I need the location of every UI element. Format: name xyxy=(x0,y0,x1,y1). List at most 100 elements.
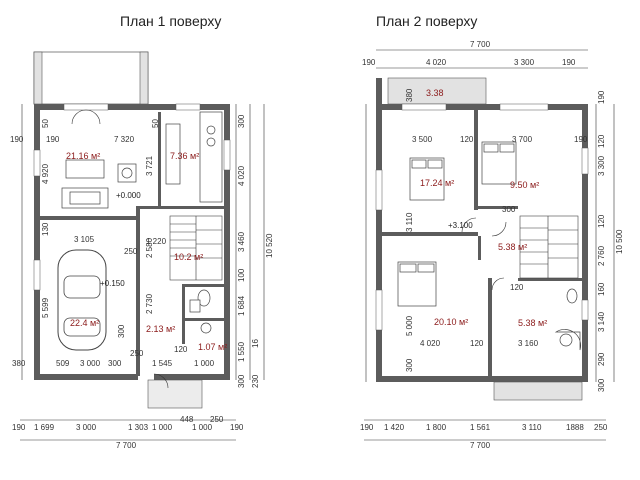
svg-text:1 699: 1 699 xyxy=(34,423,55,432)
svg-text:50: 50 xyxy=(41,119,50,128)
plan2-hall-area: 5.38 м² xyxy=(498,242,527,252)
svg-text:300: 300 xyxy=(237,114,246,128)
plan2-bed3-area: 20.10 м² xyxy=(434,317,468,327)
plan1-car xyxy=(57,249,107,351)
svg-text:380: 380 xyxy=(405,88,414,102)
svg-text:3 700: 3 700 xyxy=(512,135,533,144)
plan1-tv-unit xyxy=(65,159,105,179)
svg-text:250: 250 xyxy=(594,423,608,432)
svg-text:290: 290 xyxy=(597,352,606,366)
svg-text:2 730: 2 730 xyxy=(145,293,154,314)
svg-text:3 721: 3 721 xyxy=(145,155,154,176)
svg-text:190: 190 xyxy=(597,90,606,104)
svg-text:100: 100 xyxy=(237,268,246,282)
svg-text:2 760: 2 760 xyxy=(597,245,606,266)
plan1-kitchen-counter xyxy=(199,111,223,203)
svg-text:4 920: 4 920 xyxy=(41,163,50,184)
plan1-bottom-dimensions: 190 1 699 3 000 1 303 1 000 448 1 000 25… xyxy=(12,415,244,432)
svg-text:3 000: 3 000 xyxy=(76,423,97,432)
svg-text:3 110: 3 110 xyxy=(405,212,414,232)
svg-text:190: 190 xyxy=(46,135,60,144)
plan2-top-dimensions: 190 4 020 3 300 190 xyxy=(362,58,576,67)
svg-text:300: 300 xyxy=(117,324,126,338)
svg-text:7 320: 7 320 xyxy=(114,135,135,144)
svg-text:120: 120 xyxy=(597,134,606,148)
plan1-kitchen-area: 7.36 м² xyxy=(170,151,199,161)
plan2-total-width: 7 700 xyxy=(470,441,491,450)
svg-text:120: 120 xyxy=(510,283,524,292)
svg-text:1 800: 1 800 xyxy=(426,423,447,432)
svg-text:120: 120 xyxy=(460,135,474,144)
plan1-terrace xyxy=(33,51,149,105)
plan2-shower xyxy=(554,329,581,351)
plan1-toilet xyxy=(197,289,211,307)
plan2-top-total: 7 700 xyxy=(470,40,491,49)
svg-text:10 500: 10 500 xyxy=(615,229,624,254)
plan1-living-level: +0.000 xyxy=(116,191,141,200)
svg-text:190: 190 xyxy=(12,423,26,432)
plan1-living-area: 21.16 м² xyxy=(66,151,100,161)
svg-text:1 550: 1 550 xyxy=(237,341,246,362)
plan2-bed2-area: 9.50 м² xyxy=(510,180,539,190)
plan2-bed2 xyxy=(481,141,517,185)
plan2-bed1 xyxy=(409,157,445,201)
svg-text:5 000: 5 000 xyxy=(405,315,414,336)
svg-text:4 020: 4 020 xyxy=(237,165,246,186)
svg-text:300: 300 xyxy=(597,378,606,392)
svg-text:3 105: 3 105 xyxy=(74,235,95,244)
svg-text:300: 300 xyxy=(405,358,414,372)
plan1-kitchen-island xyxy=(165,123,181,185)
svg-text:4 020: 4 020 xyxy=(420,339,441,348)
svg-text:190: 190 xyxy=(360,423,374,432)
svg-text:3 300: 3 300 xyxy=(597,155,606,176)
svg-text:1 303: 1 303 xyxy=(128,423,149,432)
svg-text:190: 190 xyxy=(230,423,244,432)
svg-text:230: 230 xyxy=(251,374,260,388)
svg-text:1888: 1888 xyxy=(566,423,584,432)
svg-text:3 160: 3 160 xyxy=(518,339,539,348)
svg-text:190: 190 xyxy=(362,58,376,67)
svg-text:10 520: 10 520 xyxy=(265,233,274,258)
svg-text:1 561: 1 561 xyxy=(470,423,491,432)
svg-text:1 545: 1 545 xyxy=(152,359,173,368)
svg-text:190: 190 xyxy=(574,135,588,144)
plan1-title: План 1 поверху xyxy=(120,13,221,29)
svg-text:3 460: 3 460 xyxy=(237,231,246,252)
svg-text:1 220: 1 220 xyxy=(146,237,167,246)
plan2-balcony-area: 3.38 xyxy=(426,88,444,98)
plan1-stairs xyxy=(169,215,223,281)
svg-text:120: 120 xyxy=(174,345,188,354)
svg-text:1 420: 1 420 xyxy=(384,423,405,432)
plan1-right-dimensions: 300 4 020 3 460 10 520 100 1 684 1 550 1… xyxy=(235,104,274,388)
svg-text:5 599: 5 599 xyxy=(41,297,50,318)
plan2-toilet xyxy=(566,288,578,304)
plan1-hall-area: 10.2 м² xyxy=(174,252,203,262)
svg-text:250: 250 xyxy=(124,247,138,256)
plan1-boiler-area: 1.07 м² xyxy=(198,342,227,352)
plan2-bottom-balcony xyxy=(493,381,583,401)
plan2-bed1-area: 17.24 м² xyxy=(420,178,454,188)
svg-text:16: 16 xyxy=(251,339,260,348)
svg-text:1 000: 1 000 xyxy=(192,423,213,432)
svg-text:190: 190 xyxy=(10,135,24,144)
svg-text:120: 120 xyxy=(470,339,484,348)
plan1-garage-area: 22.4 м² xyxy=(70,318,99,328)
svg-text:3 300: 3 300 xyxy=(514,58,535,67)
svg-text:50: 50 xyxy=(151,119,160,128)
svg-text:3 140: 3 140 xyxy=(597,311,606,332)
svg-text:3 000: 3 000 xyxy=(80,359,101,368)
plan1: 21.16 м² 7.36 м² 22.4 м² 10.2 м² 2.13 м²… xyxy=(10,51,274,450)
plan2: 7 700 190 4 020 3 300 190 xyxy=(360,40,624,450)
svg-text:1 000: 1 000 xyxy=(194,359,215,368)
plan2-bed3 xyxy=(397,261,437,307)
plan1-total-width: 7 700 xyxy=(116,441,137,450)
svg-text:250: 250 xyxy=(130,349,144,358)
plan1-sink xyxy=(189,299,201,313)
plan2-right-dimensions: 190 3 300 120 2 760 10 500 160 3 140 290… xyxy=(595,90,624,392)
plan2-bottom-dimensions: 190 1 420 1 800 1 561 3 110 1888 250 xyxy=(360,423,608,432)
svg-text:120: 120 xyxy=(597,214,606,228)
plan2-bath-area: 5.38 м² xyxy=(518,318,547,328)
plan2-title: План 2 поверху xyxy=(376,13,477,29)
plan1-boiler xyxy=(200,322,212,334)
